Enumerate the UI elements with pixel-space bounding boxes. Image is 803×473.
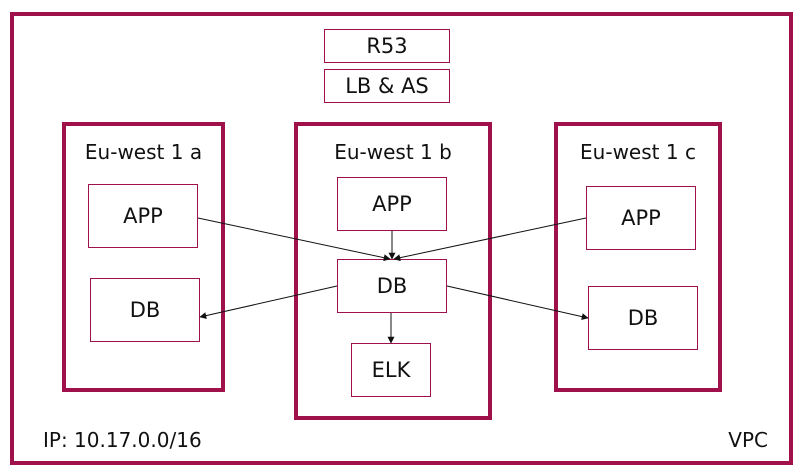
zone-c-title: Eu-west 1 c <box>580 140 696 164</box>
vpc-label: VPC <box>728 428 768 452</box>
zone-c-db-box: DB <box>588 286 698 350</box>
zone-a-db-label: DB <box>129 298 161 322</box>
lb-as-box: LB & AS <box>324 69 450 103</box>
r53-box: R53 <box>324 29 450 63</box>
zone-a-title: Eu-west 1 a <box>84 140 203 164</box>
zone-b-db-box: DB <box>337 259 447 313</box>
zone-c-app-label: APP <box>621 206 661 230</box>
zone-c-db-label: DB <box>627 306 659 330</box>
zone-a-app-box: APP <box>88 184 198 248</box>
arrow-c-app-to-b-db <box>393 217 587 262</box>
vpc-ip-label: IP: 10.17.0.0/16 <box>43 428 202 452</box>
zone-b-title: Eu-west 1 b <box>334 140 452 164</box>
arrow-b-db-to-c-db <box>446 285 589 321</box>
r53-label: R53 <box>366 34 408 58</box>
arrow-a-app-to-b-db <box>197 217 391 262</box>
zone-b-app-label: APP <box>372 192 412 216</box>
zone-b-elk-box: ELK <box>351 343 431 397</box>
arrow-b-db-to-a-db <box>199 285 338 320</box>
zone-eu-west-1a: Eu-west 1 a <box>62 122 225 392</box>
zone-b-app-box: APP <box>337 177 447 231</box>
lb-as-label: LB & AS <box>345 74 429 98</box>
zone-c-app-box: APP <box>586 186 696 250</box>
zone-a-app-label: APP <box>123 204 163 228</box>
zone-a-db-box: DB <box>90 278 200 342</box>
zone-b-elk-label: ELK <box>371 358 411 382</box>
zone-b-db-label: DB <box>376 274 408 298</box>
